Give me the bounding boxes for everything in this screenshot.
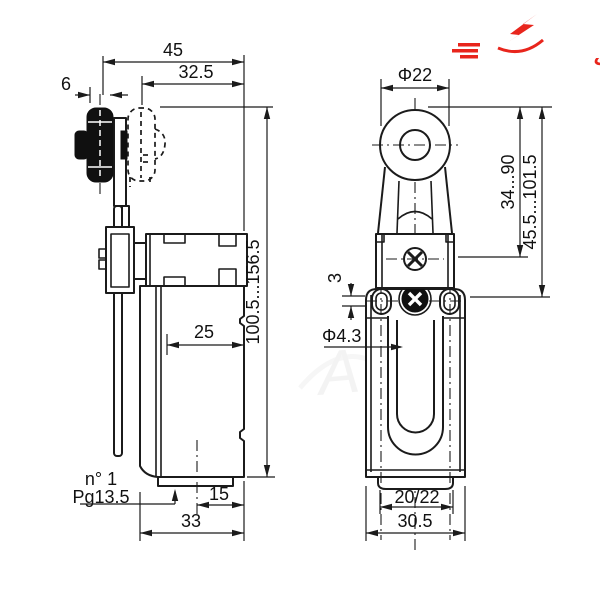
dimension-body-width: 30.5 — [365, 486, 466, 541]
watermark-letter: A — [311, 336, 362, 409]
dimension-height-range: 100.5...156.5 — [160, 106, 275, 478]
head-screw-slot — [218, 233, 237, 247]
lightning-bolt-icon — [496, 14, 537, 50]
base-plate-front — [377, 476, 454, 490]
dimension-total-range: 45.5...101.5 — [470, 107, 550, 298]
cover-screw-cross — [407, 291, 423, 307]
dimension-45: 45 — [102, 40, 245, 231]
dim-label-15: 15 — [209, 484, 229, 504]
dim-label-body-width: 30.5 — [397, 511, 432, 531]
mounting-slot-outer — [387, 316, 444, 456]
conduit-label-line2: Pg13.5 — [72, 487, 129, 507]
head-screw-slot — [163, 233, 186, 244]
front-view: Φ22 34...90 45.5...101.5 3 — [322, 65, 552, 552]
dimension-lever-range: 34...90 — [428, 106, 552, 258]
head-screw-slot — [218, 268, 237, 287]
dim-label-plate-step: 3 — [325, 273, 345, 283]
dim-label-total-range: 45.5...101.5 — [520, 154, 540, 249]
dimension-plate-step: 3 — [325, 273, 365, 320]
logo-speed-line — [452, 49, 478, 53]
logo-swoosh — [497, 38, 544, 54]
dim-label-33: 33 — [181, 511, 201, 531]
base-plate-side — [157, 476, 234, 487]
dim-label-slot-width: 20/22 — [394, 487, 439, 507]
dimension-32-5: 32.5 — [141, 62, 244, 105]
dimension-33: 33 — [139, 492, 244, 541]
dim-label-6: 6 — [61, 74, 71, 94]
dim-label-lever-range: 34...90 — [498, 154, 518, 209]
conduit-label-line1: n° 1 — [85, 469, 117, 489]
lever-fork — [377, 166, 453, 234]
lever-hub-inner — [110, 233, 130, 288]
logo-speed-line — [460, 55, 478, 59]
brand-logo-text: آرتاالکتریک — [593, 43, 600, 70]
dim-label-45: 45 — [163, 40, 183, 60]
head-screw-slot — [163, 276, 186, 287]
dimension-25: 25 — [166, 322, 244, 355]
dimension-hole-diameter: Φ4.3 — [322, 326, 403, 351]
dim-label-25: 25 — [194, 322, 214, 342]
dimension-slot-width: 20/22 — [379, 487, 454, 514]
dimension-15: 15 — [197, 481, 245, 541]
dim-label-height-range: 100.5...156.5 — [243, 239, 263, 344]
lever-step — [121, 205, 130, 229]
lever-clamp-tab — [120, 130, 128, 160]
dim-label-hole-diameter: Φ4.3 — [322, 326, 361, 346]
conduit-label: n° 1 Pg13.5 — [72, 469, 179, 507]
head-corner-notch — [375, 233, 385, 243]
dim-label-roller-diameter: Φ22 — [398, 65, 432, 85]
dimension-6: 6 — [61, 74, 128, 103]
lever-ghost-position — [127, 107, 166, 187]
roller-hub — [74, 130, 89, 160]
brand-logo: آرتاالکتریک — [452, 14, 600, 70]
logo-speed-line — [458, 43, 480, 47]
lever-shaft-boss — [133, 242, 147, 280]
head-corner-notch — [445, 233, 455, 243]
hub-screw — [98, 259, 107, 270]
dim-label-32-5: 32.5 — [178, 62, 213, 82]
mounting-slot-inner — [396, 320, 435, 434]
head-block-side — [145, 233, 248, 287]
hub-screw — [98, 248, 107, 259]
side-view: 45 32.5 6 100.5...156.5 — [61, 40, 275, 541]
dimension-roller-diameter: Φ22 — [380, 65, 450, 126]
